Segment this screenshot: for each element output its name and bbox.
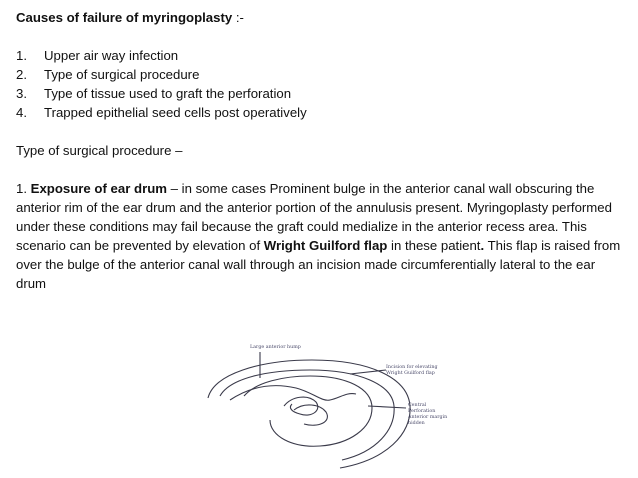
middle-canal-wall [219, 369, 395, 461]
diagram-label-incision-2: Wright Guilford flap [386, 370, 435, 376]
ear-drum [293, 404, 328, 426]
cause-number: 2. [16, 67, 27, 82]
diagram-label-canal-3: Anterior margin [407, 414, 447, 420]
diagram-label-incision-1: Incision for elevating [386, 364, 438, 370]
cause-item: 3. Type of tissue used to graft the perfo… [16, 84, 628, 103]
diagram-label-canal-4: hidden [408, 420, 425, 426]
cause-text: Trapped epithelial seed cells post opera… [44, 105, 307, 120]
cause-item: 2. Type of surgical procedure [16, 65, 628, 84]
ear-canal-diagram: Large anterior hump Incision for elevati… [200, 332, 470, 472]
body-paragraph: 1. Exposure of ear drum – in some cases … [16, 179, 628, 293]
incision-line [229, 385, 357, 401]
cause-text: Upper air way infection [44, 48, 179, 63]
paragraph-lead: Exposure of ear drum [30, 181, 167, 196]
canal-pointer [367, 405, 407, 409]
title-bold: Causes of failure of myringoplasty [16, 10, 233, 25]
cause-text: Type of tissue used to graft the perfora… [44, 86, 292, 101]
cause-item: 4. Trapped epithelial seed cells post ope… [16, 103, 628, 122]
paragraph-period: . [480, 238, 485, 253]
cause-number: 1. [16, 48, 27, 63]
paragraph-number: 1. [16, 181, 31, 196]
incision-pointer [349, 369, 387, 375]
section-subheading: Type of surgical procedure – [16, 143, 183, 158]
cause-number: 3. [16, 86, 27, 101]
diagram-label-canal-2: Perforation [408, 408, 435, 414]
ear-canal-drawing: Large anterior hump Incision for elevati… [207, 344, 447, 469]
paragraph-text: in these patient [387, 238, 481, 253]
hump-outline [283, 396, 319, 416]
title-suffix: :- [232, 10, 244, 25]
paragraph-text: This flap is raised from over the bulge … [16, 238, 621, 291]
annulus-ring [243, 375, 373, 447]
slide-text: Causes of failure of myringoplasty :- 1.… [16, 8, 628, 293]
cause-item: 1. Upper air way infection [16, 46, 628, 65]
page-title: Causes of failure of myringoplasty :- [16, 8, 628, 27]
diagram-label-top: Large anterior hump [250, 344, 301, 350]
diagram-label-canal-1: Central [408, 402, 427, 408]
paragraph-text: – in some cases Prominent bulge in the a… [16, 181, 612, 253]
diagram-lines [207, 352, 411, 469]
cause-number: 4. [16, 105, 27, 120]
flap-name: Wright Guilford flap [263, 238, 388, 253]
cause-text: Type of surgical procedure [44, 67, 200, 82]
